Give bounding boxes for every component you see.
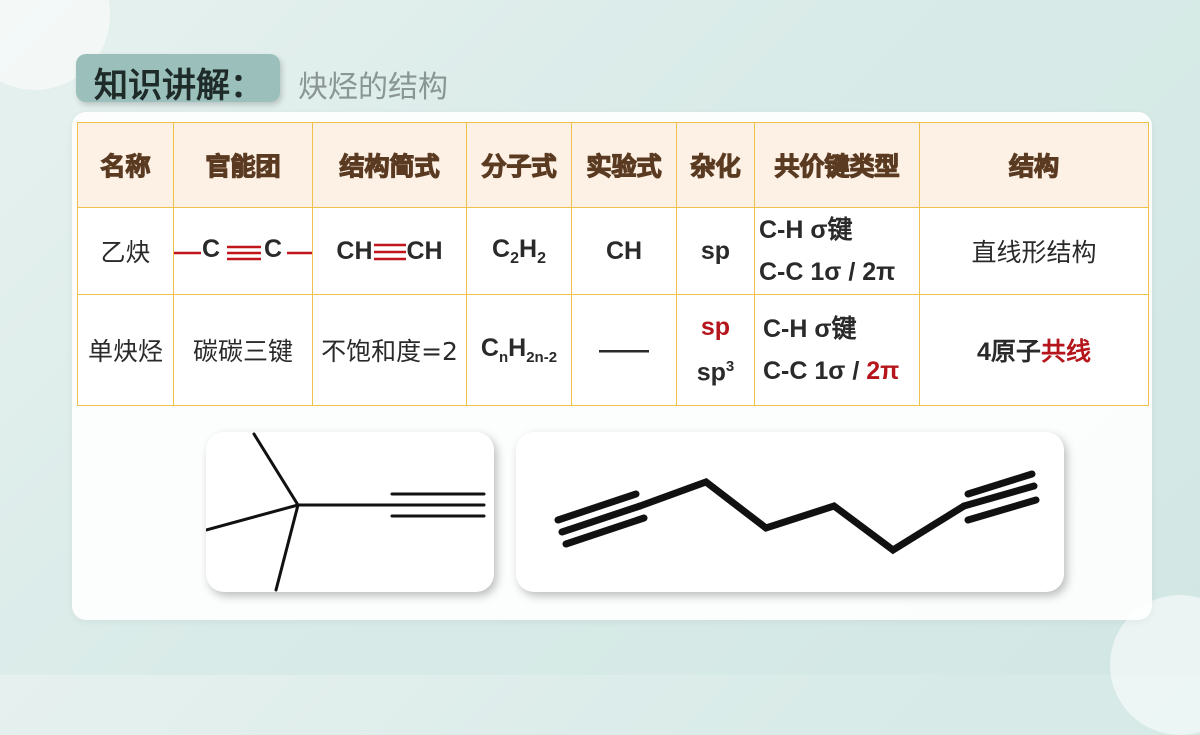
header-name: 名称 — [77, 122, 174, 208]
cell-structural-formula: 不饱和度=2 — [312, 294, 467, 406]
header-molecular-formula: 分子式 — [466, 122, 572, 208]
formula-c: C — [492, 234, 511, 263]
cell-structure: 4原子共线 — [919, 294, 1149, 406]
bond-line-1: C-H σ键 — [759, 216, 853, 244]
title-box — [76, 54, 280, 102]
cell-bond-type: C-H σ键 C-C 1σ / 2π — [754, 294, 920, 406]
alkyne-table: 名称 官能团 结构简式 分子式 实验式 杂化 共价键类型 结构 乙炔 C C — [77, 122, 1149, 406]
fg-atom-right: C — [264, 235, 283, 263]
triple-bond-icon — [174, 245, 312, 261]
table-header-row: 名称 官能团 结构简式 分子式 实验式 杂化 共价键类型 结构 — [77, 122, 1149, 208]
header-functional-group: 官能团 — [173, 122, 313, 208]
cell-empirical-formula: CH — [571, 207, 677, 295]
formula-c-sub: n — [498, 349, 509, 366]
table-row: 乙炔 C C CH CH C2H2 — [77, 207, 1149, 295]
page-title: 知识讲解： — [94, 66, 264, 106]
page-subtitle: 炔烃的结构 — [298, 70, 448, 105]
cell-hybridization: sp sp3 — [676, 294, 755, 406]
fg-atom-left: C — [202, 235, 221, 263]
cell-empirical-formula: —— — [571, 294, 677, 406]
header-hybridization: 杂化 — [676, 122, 755, 208]
header-structure: 结构 — [919, 122, 1149, 208]
ss-left: CH — [336, 237, 373, 265]
molecule-skeletal-diagram — [554, 470, 1040, 555]
formula-h: H — [519, 234, 538, 263]
cell-structural-formula: CH CH — [312, 207, 467, 295]
bond-line-2: C-C 1σ / 2π — [763, 357, 900, 385]
header-structural-formula: 结构简式 — [312, 122, 467, 208]
cell-name: 乙炔 — [77, 207, 174, 295]
skeletal-formula-card-1 — [204, 432, 494, 592]
cell-structure: 直线形结构 — [919, 207, 1149, 295]
formula-h: H — [508, 334, 527, 362]
cell-molecular-formula: C2H2 — [466, 207, 572, 295]
cell-functional-group: C C — [173, 207, 313, 295]
formula-c: C — [480, 334, 499, 362]
table-row: 单炔烃 碳碳三键 不饱和度=2 CnH2n-2 —— sp sp3 C-H σ键… — [77, 294, 1149, 406]
bond-line-1: C-H σ键 — [763, 315, 857, 343]
header-empirical-formula: 实验式 — [571, 122, 677, 208]
bond-line-2: C-C 1σ / 2π — [759, 258, 896, 286]
formula-h-sub: 2 — [537, 249, 546, 267]
molecule-skeletal-diagram — [204, 432, 486, 592]
cell-name: 单炔烃 — [77, 294, 174, 406]
cell-functional-group: 碳碳三键 — [173, 294, 313, 406]
hybrid-line-2: sp3 — [696, 358, 735, 387]
structure-highlight: 共线 — [1040, 338, 1091, 366]
ss-right: CH — [406, 237, 443, 265]
cell-molecular-formula: CnH2n-2 — [466, 294, 572, 406]
skeletal-formula-card-2 — [516, 432, 1064, 592]
header-bond-type: 共价键类型 — [754, 122, 920, 208]
triple-bond-group: C C — [174, 231, 312, 271]
formula-h-sub: 2n-2 — [526, 349, 558, 366]
structure-prefix: 4原子 — [977, 338, 1041, 366]
triple-bond-icon — [373, 243, 406, 261]
cell-bond-type: C-H σ键 C-C 1σ / 2π — [754, 207, 920, 295]
formula-c-sub: 2 — [510, 249, 519, 267]
cell-hybridization: sp — [676, 207, 755, 295]
hybrid-line-1: sp — [700, 313, 731, 342]
